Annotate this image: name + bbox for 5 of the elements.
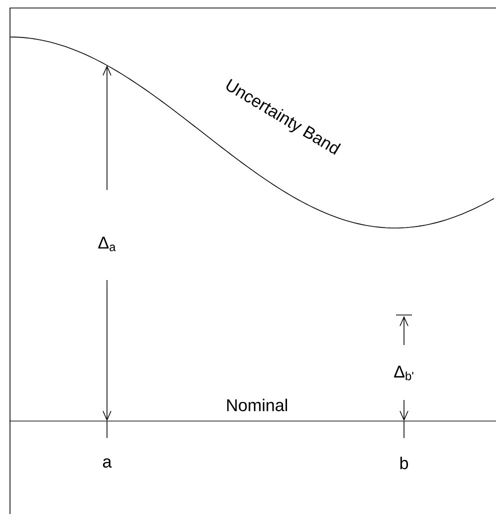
nominal-label: Nominal	[227, 398, 288, 412]
dimension-label: Δ$_{a}$	[98, 236, 116, 252]
point-label: b	[400, 456, 408, 470]
point-label: a	[103, 458, 112, 468]
dimension-label: Δ$_{b'}$	[394, 366, 414, 380]
